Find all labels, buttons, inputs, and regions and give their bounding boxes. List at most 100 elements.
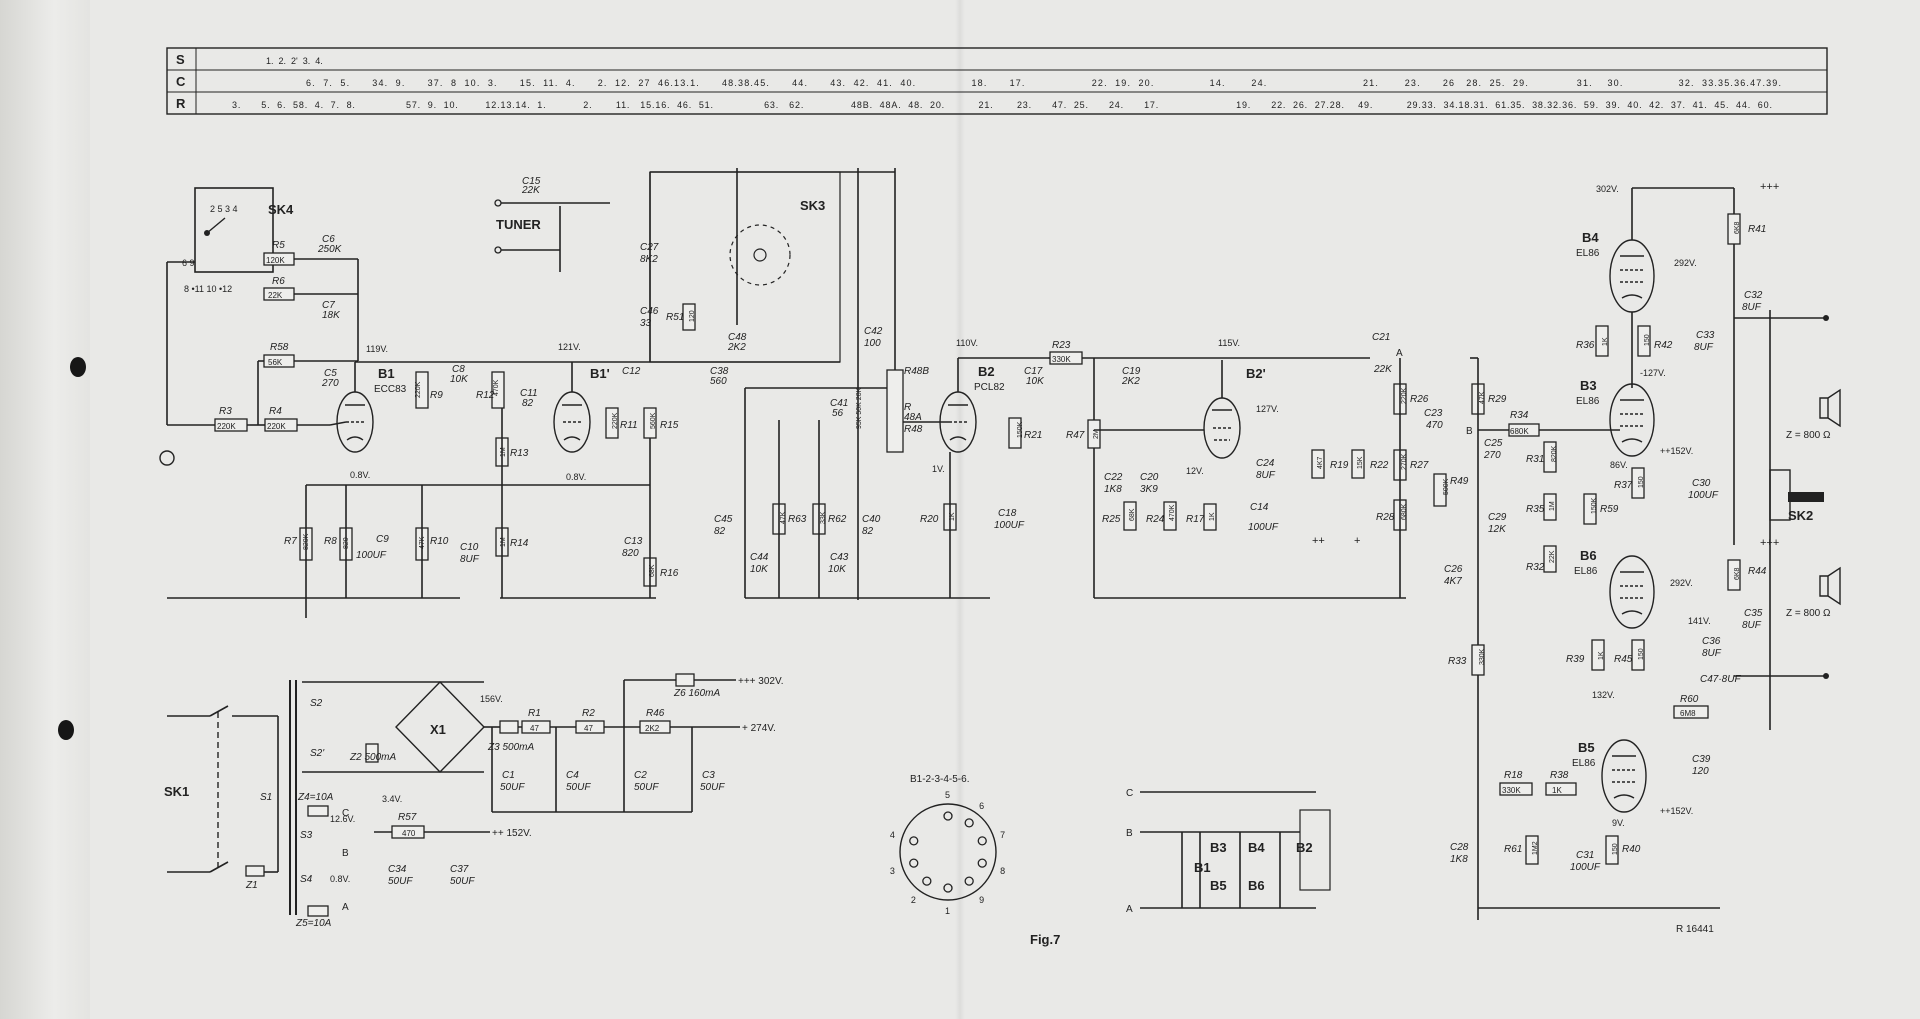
svg-text:R16: R16 [660,568,679,579]
svg-text:R45: R45 [1614,654,1633,665]
svg-text:R: R [904,402,911,413]
svg-text:50UF: 50UF [700,782,725,793]
tube-pin [909,836,919,846]
svg-text:R49: R49 [1450,476,1469,487]
svg-text:R15: R15 [660,420,679,431]
ref-row-key: C [176,74,186,89]
voltage-label: 86V. [1610,460,1628,470]
svg-text:22K: 22K [268,291,283,300]
svg-text:820: 820 [622,548,639,559]
svg-text:C20: C20 [1140,472,1159,483]
tube-type: EL86 [1576,248,1600,259]
svg-text:C6: C6 [322,234,335,245]
tube-label: B6 [1580,548,1597,563]
svg-text:C19: C19 [1122,366,1141,377]
svg-text:C9: C9 [376,534,389,545]
svg-text:C37: C37 [450,864,469,875]
svg-text:8UF: 8UF [460,554,480,565]
svg-text:C43: C43 [830,552,849,563]
fuse-label: Z1 [245,880,258,891]
svg-text:R24: R24 [1146,514,1165,525]
svg-text:C18: C18 [998,508,1017,519]
svg-text:1K: 1K [1598,651,1605,660]
fuse-label: Z6 160mA [673,688,720,699]
svg-text:C32: C32 [1744,290,1763,301]
svg-text:C11: C11 [520,388,538,399]
svg-text:50UF: 50UF [634,782,659,793]
svg-text:S2: S2 [310,698,323,709]
voltage-label: 1V. [932,464,945,474]
svg-text:22K: 22K [521,185,541,196]
voltage-label: ++152V. [1660,806,1693,816]
svg-text:250K: 250K [317,244,343,255]
output-impedance: Z = 800 Ω [1786,430,1831,441]
svg-text:47: 47 [530,724,539,733]
svg-text:150: 150 [1638,476,1645,488]
svg-text:S3: S3 [300,830,313,841]
svg-text:R6: R6 [272,276,285,287]
svg-text:R10: R10 [430,536,449,547]
rail-label: + 274V. [742,723,776,734]
svg-text:C27: C27 [640,242,659,253]
svg-text:1K: 1K [1552,786,1562,795]
tube-label: B2 [978,364,995,379]
svg-text:R33: R33 [1448,656,1467,667]
binder-hole [58,720,74,740]
heater-tube: B1 [1194,860,1211,875]
svg-text:R38: R38 [1550,770,1569,781]
svg-text:2K2: 2K2 [1121,376,1140,387]
svg-text:C24: C24 [1256,458,1275,469]
svg-text:6 9: 6 9 [182,258,195,268]
svg-text:C31: C31 [1576,850,1594,861]
svg-text:S4: S4 [300,874,313,885]
svg-text:1K: 1K [1209,512,1216,521]
svg-text:R26: R26 [1410,394,1429,405]
voltage-label: ++152V. [1660,446,1693,456]
voltage-label: 292V. [1674,258,1697,268]
svg-text:C36: C36 [1702,636,1721,647]
svg-text:220K: 220K [217,422,236,431]
svg-text:500K: 500K [1443,478,1450,495]
svg-text:C34: C34 [388,864,407,875]
svg-text:33K: 33K [820,511,827,524]
svg-text:220K: 220K [1401,387,1408,404]
voltage-label: -127V. [1640,368,1666,378]
svg-text:4K7: 4K7 [1317,456,1324,469]
svg-text:C47·8UF: C47·8UF [1700,674,1741,685]
svg-text:100UF: 100UF [1570,862,1601,873]
voltage-label: 121V. [558,342,581,352]
fuse-label: Z4=10A [297,792,334,803]
svg-text:R40: R40 [1622,844,1641,855]
svg-text:4K7: 4K7 [1444,576,1462,587]
svg-text:C30: C30 [1692,478,1711,489]
svg-text:680K: 680K [1510,427,1529,436]
svg-text:C21: C21 [1372,332,1390,343]
rail-label: +++ [1760,537,1779,549]
svg-text:C46: C46 [640,306,659,317]
ref-row-values: 1. 2. 2' 3. 4. [266,56,323,66]
rail-label: +++ [1760,181,1779,193]
svg-text:C40: C40 [862,514,881,525]
svg-text:680K: 680K [1401,503,1408,520]
svg-text:56K: 56K [268,358,283,367]
voltage-label: 141V. [1688,616,1711,626]
svg-text:R3: R3 [219,406,232,417]
svg-text:8UF: 8UF [1256,470,1276,481]
svg-text:R59: R59 [1600,504,1619,515]
svg-text:C48: C48 [728,332,747,343]
svg-text:R42: R42 [1654,340,1673,351]
svg-text:C33: C33 [1696,330,1715,341]
svg-text:R5: R5 [272,240,285,251]
tube-pin-number: 1 [945,906,950,916]
svg-text:R19: R19 [1330,460,1349,471]
svg-text:R12: R12 [476,390,495,401]
sk4-box [194,187,274,273]
fuse-label: Z3 500mA [487,742,534,753]
tube-label: B5 [1578,740,1595,755]
svg-text:820K: 820K [1551,445,1558,462]
svg-text:R34: R34 [1510,410,1529,421]
page-binding-edge [0,0,90,1019]
